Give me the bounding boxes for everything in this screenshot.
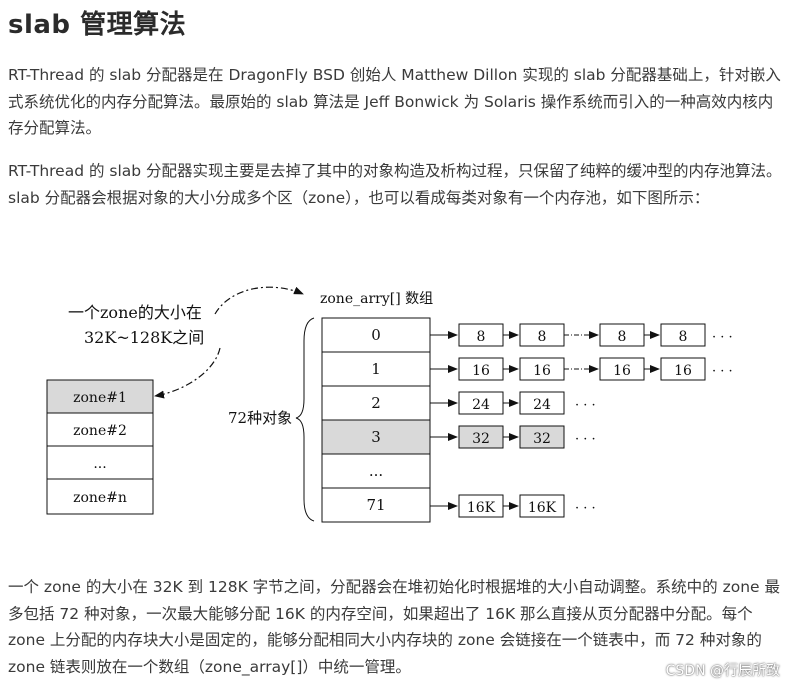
array-cell-index: 1	[371, 360, 381, 378]
chain-ellipsis: · · ·	[575, 398, 596, 413]
implementation-paragraph: RT-Thread 的 slab 分配器实现主要是去掉了其中的对象构造及析构过程…	[8, 162, 782, 207]
block-size: 16	[674, 363, 692, 379]
zone-item: zone#n	[73, 490, 127, 506]
block-size: 8	[618, 329, 627, 345]
block-size: 16K	[467, 500, 496, 516]
note-to-zone1-arrow	[154, 347, 221, 399]
block-size: 32	[472, 431, 490, 447]
block-size: 16K	[528, 500, 557, 516]
array-cell-index: 2	[371, 394, 381, 412]
zone-details-paragraph: 一个 zone 的大小在 32K 到 128K 字节之间，分配器会在堆初始化时根…	[8, 578, 781, 676]
intro-paragraph: RT-Thread 的 slab 分配器是在 DragonFly BSD 创始人…	[8, 66, 781, 137]
zone-list: zone#1 zone#2 ... zone#n	[46, 379, 154, 515]
zone-size-note-line2: 32K~128K之间	[84, 328, 204, 347]
block-size: 8	[538, 329, 547, 345]
slab-zone-diagram: 一个zone的大小在 32K~128K之间 zone#1 zone#2 ... …	[46, 286, 733, 523]
array-cell-index: 0	[371, 326, 381, 344]
chain-row-32: 32 32 · · ·	[430, 425, 596, 449]
zone-item: ...	[93, 456, 106, 472]
zone-item: zone#2	[73, 423, 127, 439]
array-cell-index: 71	[366, 496, 385, 514]
zone-size-note-line1: 一个zone的大小在	[68, 303, 202, 322]
block-size: 32	[533, 431, 551, 447]
chain-ellipsis: · · ·	[712, 364, 733, 379]
watermark: CSDN @行辰所致	[665, 663, 780, 679]
brace-label: 72种对象	[228, 409, 292, 427]
chain-row-16: 16 16 16 16 · · ·	[430, 357, 733, 381]
chain-ellipsis: · · ·	[575, 501, 596, 516]
chain-row-8: 8 8 8 8 · · ·	[430, 323, 733, 347]
page-title: slab 管理算法	[8, 10, 187, 40]
block-size: 16	[533, 363, 551, 379]
note-to-array-arrow	[214, 286, 304, 315]
zone-item: zone#1	[73, 390, 127, 406]
array-cell-index: ...	[369, 462, 383, 480]
array-label: zone_arry[] 数组	[320, 291, 433, 307]
array-cell-index: 3	[371, 428, 381, 446]
block-size: 8	[477, 329, 486, 345]
block-size: 24	[472, 397, 490, 413]
block-size: 16	[472, 363, 490, 379]
zone-array: 0 1 2 3 ... 71	[321, 317, 431, 523]
chain-row-24: 24 24 · · ·	[430, 391, 596, 415]
chain-row-16k: 16K 16K · · ·	[430, 494, 596, 518]
block-size: 16	[613, 363, 631, 379]
array-brace	[295, 317, 315, 522]
block-size: 8	[679, 329, 688, 345]
chain-ellipsis: · · ·	[712, 330, 733, 345]
block-size: 24	[533, 397, 551, 413]
chain-ellipsis: · · ·	[575, 432, 596, 447]
